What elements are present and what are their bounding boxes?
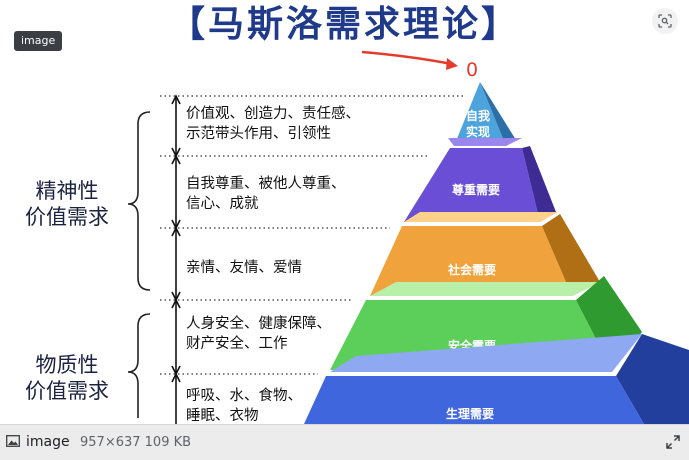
arrowhead-icon <box>446 58 458 70</box>
tier-description-self-actualization: 价值观、创造力、责任感、 示范带头作用、引领性 <box>186 104 360 144</box>
brace-material <box>127 313 151 418</box>
tier-esteem: 尊重需要 <box>404 138 556 222</box>
tier-description-social: 亲情、友情、爱情 <box>186 258 302 278</box>
level-scale-bar <box>171 94 181 424</box>
desc-line2: 示范带头作用、引领性 <box>186 126 331 142</box>
scale-tick <box>171 298 181 309</box>
desc-line1: 价值观、创造力、责任感、 <box>186 106 360 122</box>
tier-self-actualization: 自我 实现 <box>454 82 516 146</box>
tier-social: 社会需要 <box>370 212 600 296</box>
tier-top <box>404 212 558 222</box>
image-meta: 957×637 109 KB <box>80 435 192 450</box>
tier-description-safety: 人身安全、健康保障、 财产安全、工作 <box>186 314 331 354</box>
tier-label: 生理需要 <box>446 406 494 421</box>
scale-tick <box>171 226 181 237</box>
tier-top <box>370 282 600 296</box>
desc-line1: 自我尊重、被他人尊重、 <box>186 176 346 192</box>
tier-face <box>404 148 540 222</box>
image-info-bar: image 957×637 109 KB <box>0 424 689 460</box>
group-label-line2: 价值需求 <box>25 205 109 229</box>
tier-label: 社会需要 <box>447 262 496 277</box>
tier-face <box>454 82 506 146</box>
desc-line2: 睡眠、衣物 <box>186 408 259 424</box>
group-label-spiritual: 精神性 价值需求 <box>14 178 120 230</box>
group-label-line2: 价值需求 <box>25 379 109 403</box>
image-type-label: image <box>26 434 70 450</box>
tier-physiological: 生理需要 <box>304 334 689 424</box>
scale-tick <box>171 372 181 383</box>
tier-face <box>304 376 644 424</box>
scale-tick <box>171 154 181 165</box>
desc-line2: 财产安全、工作 <box>186 336 288 352</box>
maslow-pyramid-diagram: 0 自我 实现 <box>127 50 689 424</box>
image-badge: image <box>14 31 63 51</box>
tier-top <box>448 138 522 146</box>
zero-marker: 0 <box>466 59 478 81</box>
tier-label-line2: 实现 <box>466 124 490 139</box>
tier-face <box>370 226 572 296</box>
group-label-line1: 精神性 <box>35 179 99 203</box>
tier-description-physiological: 呼吸、水、食物、 睡眠、衣物 <box>186 386 302 426</box>
desc-line1: 人身安全、健康保障、 <box>186 316 331 332</box>
desc-line1: 呼吸、水、食物、 <box>186 388 302 404</box>
tier-label-line1: 自我 <box>466 108 490 123</box>
tier-side <box>616 334 689 424</box>
lens-search-button[interactable] <box>652 8 678 34</box>
desc-line2: 信心、成就 <box>186 196 259 212</box>
expand-icon[interactable] <box>666 435 680 449</box>
tier-side <box>522 146 556 222</box>
tier-side <box>542 214 600 296</box>
image-icon <box>6 435 20 447</box>
diagram-title: 【马斯洛需求理论】 <box>168 3 520 45</box>
tier-label: 尊重需要 <box>452 182 500 197</box>
tier-top <box>330 334 642 372</box>
level-separators <box>160 95 464 375</box>
scale-tick <box>171 94 181 105</box>
group-label-material: 物质性 价值需求 <box>14 352 120 404</box>
arrow-icon <box>361 50 453 66</box>
tier-description-esteem: 自我尊重、被他人尊重、 信心、成就 <box>186 174 346 214</box>
lens-icon <box>658 14 672 28</box>
group-label-line1: 物质性 <box>35 353 99 377</box>
tier-side <box>480 82 516 146</box>
desc-line1: 亲情、友情、爱情 <box>186 260 302 276</box>
brace-spiritual <box>127 111 151 291</box>
